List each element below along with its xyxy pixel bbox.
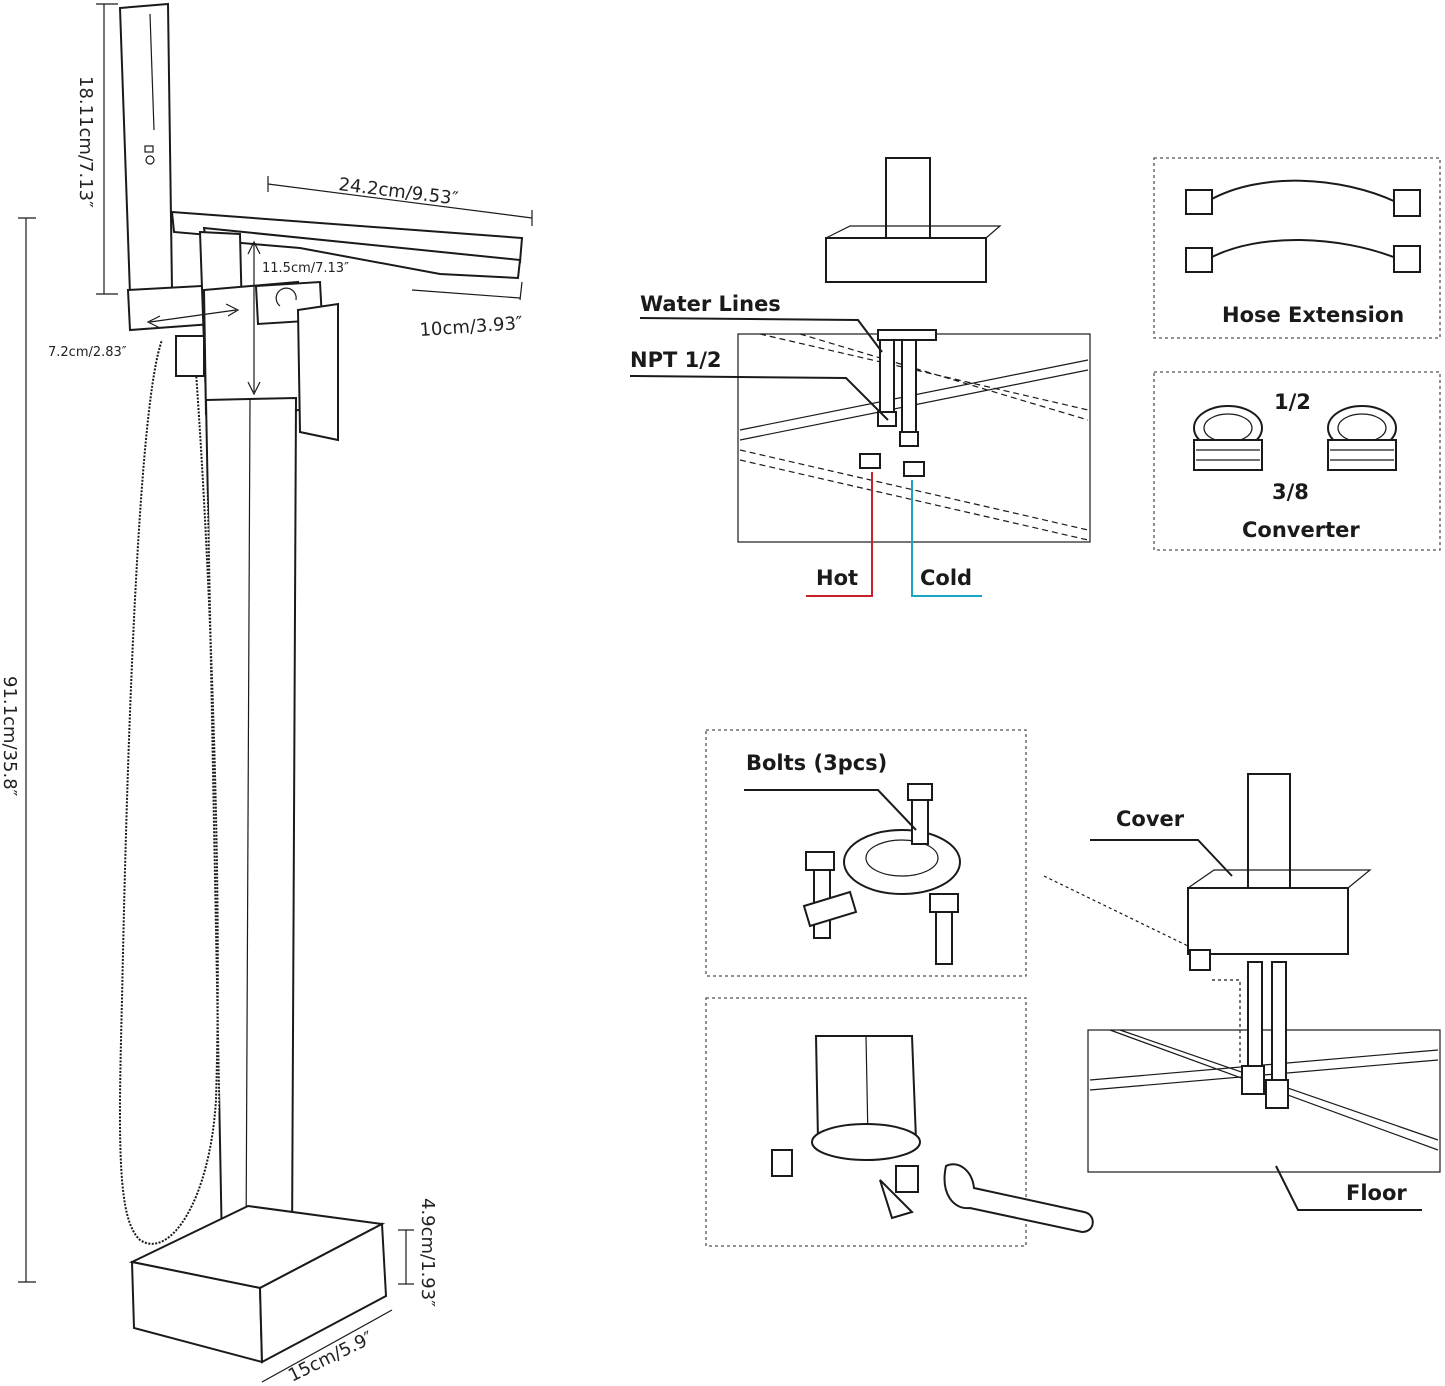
dim-spout-length: 24.2cm/9.53″ — [337, 174, 459, 210]
label-hot: Hot — [816, 566, 858, 590]
label-hose-extension: Hose Extension — [1222, 303, 1404, 327]
dimension-lines — [18, 3, 533, 1383]
label-size-half: 1/2 — [1274, 390, 1311, 414]
faucet-drawing: 18.11cm/7.13″ 24.2cm/9.53″ 11.5cm/7.13″ … — [0, 2, 533, 1386]
dim-spout-drop: 11.5cm/7.13″ — [262, 261, 349, 276]
water-connection-diagram: Water Lines NPT 1/2 Hot Cold — [629, 157, 1091, 597]
label-converter: Converter — [1242, 518, 1360, 542]
hand-shower — [118, 2, 174, 296]
dim-spout-width: 10cm/3.93″ — [419, 313, 524, 341]
dim-handshower-height: 18.11cm/7.13″ — [75, 76, 96, 208]
wrench-box — [705, 997, 1094, 1247]
hose-extension-box: Hose Extension — [1153, 157, 1441, 339]
dim-holder-width: 7.2cm/2.83″ — [48, 345, 127, 360]
label-npt: NPT 1/2 — [630, 348, 722, 372]
converter-right — [1327, 405, 1397, 471]
dim-base-height: 4.9cm/1.93″ — [417, 1198, 438, 1307]
label-water-lines: Water Lines — [640, 292, 781, 316]
label-cover: Cover — [1116, 807, 1185, 831]
converter-left — [1193, 405, 1263, 471]
label-size-three-eighths: 3/8 — [1272, 480, 1309, 504]
label-cold: Cold — [920, 566, 972, 590]
shower-hose — [116, 335, 222, 1248]
mixer-body — [202, 280, 339, 442]
bolts-box: Bolts (3pcs) — [705, 729, 1027, 977]
cover-floor-diagram: Cover Floor — [1043, 773, 1441, 1211]
dim-total-height: 91.1cm/35.8″ — [0, 676, 20, 797]
label-bolts: Bolts (3pcs) — [746, 751, 887, 775]
label-floor: Floor — [1346, 1181, 1407, 1205]
faucet-base — [128, 1204, 388, 1364]
converter-box: 1/2 3/8 Converter — [1153, 371, 1441, 551]
